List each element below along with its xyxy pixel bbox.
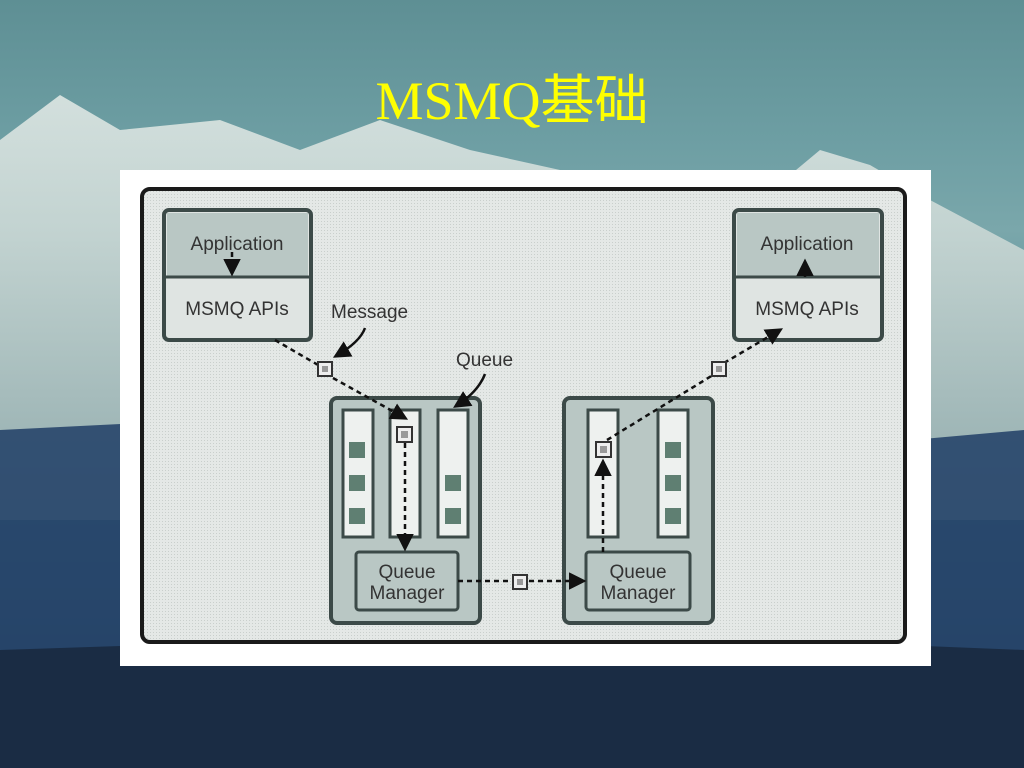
- diagram-panel: Application MSMQ APIs Application MSMQ A…: [120, 170, 931, 666]
- left-queue-manager-line2: Manager: [370, 583, 446, 604]
- queue-callout-label: Queue: [456, 350, 513, 371]
- right-queue-host: Queue Manager: [562, 396, 715, 625]
- left-queue-manager-line1: Queue: [378, 562, 435, 583]
- left-application-box: Application MSMQ APIs: [162, 208, 313, 342]
- queue-callout-pointer: [453, 373, 487, 408]
- in-transit-messages: [317, 361, 727, 590]
- left-application-label: Application: [191, 234, 284, 255]
- right-queue-manager-line1: Queue: [609, 562, 666, 583]
- right-msmq-apis-label: MSMQ APIs: [755, 299, 858, 320]
- right-application-box: Application MSMQ APIs: [732, 208, 884, 342]
- message-flow-arrows: [223, 252, 814, 590]
- message-callout-pointer: [332, 327, 367, 358]
- left-msmq-apis-label: MSMQ APIs: [185, 299, 288, 320]
- right-application-label: Application: [761, 234, 854, 255]
- msmq-diagram: Application MSMQ APIs Application MSMQ A…: [140, 187, 907, 644]
- slide-title: MSMQ基础: [375, 71, 649, 131]
- message-callout-label: Message: [331, 302, 408, 323]
- right-queue-manager-line2: Manager: [601, 583, 677, 604]
